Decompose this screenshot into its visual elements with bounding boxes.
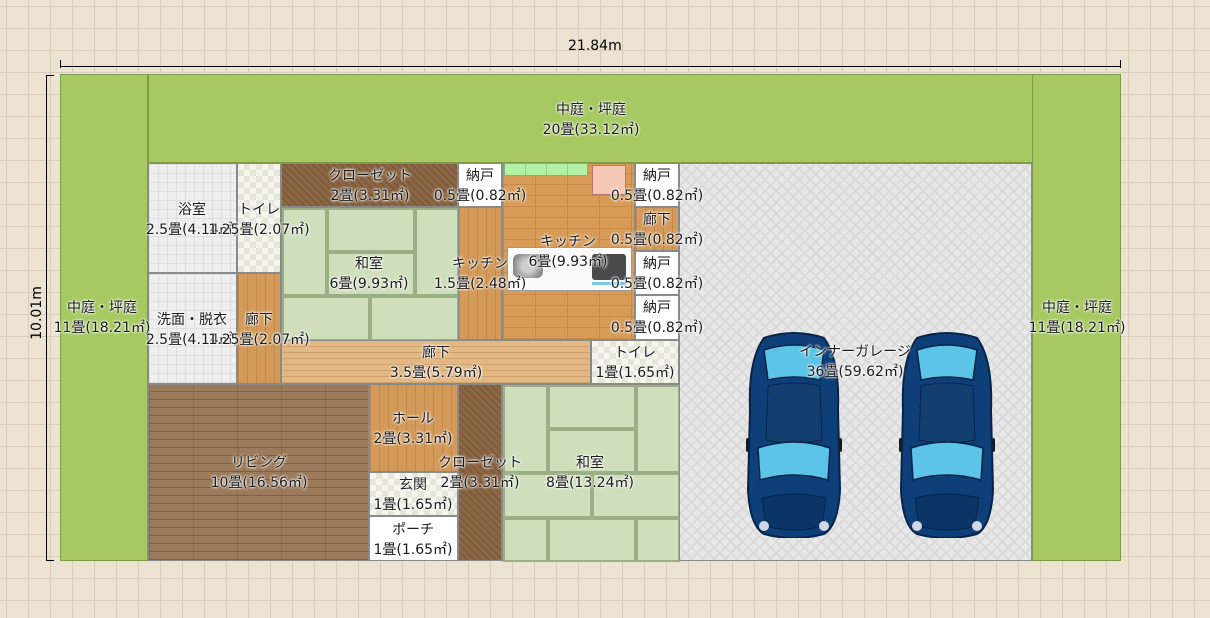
tatami-mat	[548, 429, 636, 473]
tatami-mat	[415, 208, 459, 296]
tatami-mat	[636, 385, 680, 473]
room-garden-left[interactable]	[60, 74, 148, 561]
room-washitsu-2[interactable]	[502, 384, 680, 562]
room-nando-4[interactable]	[635, 295, 679, 340]
room-nando-1[interactable]	[458, 163, 502, 207]
tatami-mat	[503, 518, 548, 562]
tatami-mat	[503, 473, 592, 518]
room-genkan[interactable]	[369, 472, 458, 516]
room-nando-3[interactable]	[635, 251, 679, 295]
tatami-mat	[503, 385, 548, 473]
kitchen-counter[interactable]	[507, 247, 632, 291]
room-garden-top[interactable]	[148, 74, 1033, 163]
height-dimension-label: 10.01m	[28, 286, 45, 340]
room-washitsu-1[interactable]	[281, 207, 459, 341]
room-living[interactable]	[148, 384, 369, 561]
height-dimension-tick-top	[46, 75, 54, 76]
room-toilet-1[interactable]	[237, 163, 281, 273]
width-dimension-tick-right	[1120, 60, 1121, 68]
tatami-mat	[636, 518, 680, 562]
tatami-mat	[282, 296, 370, 341]
tatami-mat	[282, 208, 327, 296]
room-hall-vertical[interactable]	[237, 273, 281, 384]
width-dimension-tick-left	[60, 60, 61, 68]
room-nando-2[interactable]	[635, 163, 679, 207]
room-bath[interactable]	[148, 163, 237, 273]
tatami-mat	[548, 385, 636, 429]
tatami-mat	[327, 252, 415, 296]
room-hall-main[interactable]	[281, 340, 591, 384]
room-closet-2[interactable]	[458, 384, 502, 561]
room-hall-small[interactable]	[635, 207, 679, 251]
room-closet-1[interactable]	[281, 163, 458, 207]
room-hall-room[interactable]	[369, 384, 458, 472]
tatami-mat	[370, 296, 459, 341]
kitchen-window	[504, 163, 588, 176]
sink-icon	[513, 254, 543, 278]
room-toilet-2[interactable]	[591, 340, 679, 384]
room-porch[interactable]	[369, 516, 458, 561]
stove-icon	[592, 254, 626, 280]
width-dimension-line	[60, 66, 1121, 67]
counter-accent	[592, 282, 626, 285]
room-washroom[interactable]	[148, 273, 237, 384]
car-icon	[899, 332, 995, 538]
width-dimension-label: 21.84m	[568, 38, 622, 54]
height-dimension-tick-bottom	[46, 560, 54, 561]
tatami-mat	[548, 518, 636, 562]
room-garden-right[interactable]	[1032, 74, 1121, 561]
height-dimension-line	[46, 75, 47, 561]
car-icon	[746, 332, 842, 538]
room-kitchen-small[interactable]	[458, 207, 502, 340]
refrigerator-icon	[592, 165, 626, 195]
tatami-mat	[327, 208, 415, 252]
tatami-mat	[592, 473, 680, 518]
